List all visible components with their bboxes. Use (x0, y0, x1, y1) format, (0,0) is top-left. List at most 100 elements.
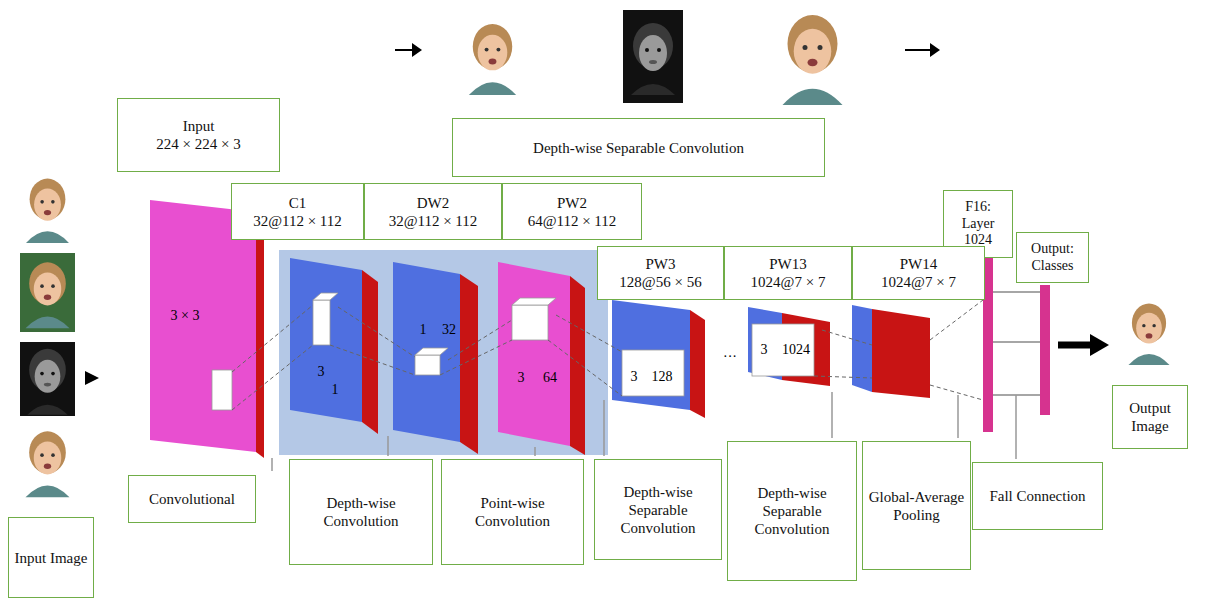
box-text: PW14 (900, 255, 938, 273)
dimension-label: 32 (442, 323, 456, 337)
layer-box: Fall Connection (972, 462, 1103, 530)
fc-links (993, 292, 1040, 395)
slab-side (256, 212, 264, 458)
feature-slab (498, 262, 570, 446)
slab-side (362, 270, 378, 434)
box-text: Point-wise Convolution (447, 494, 578, 530)
slab-side (690, 310, 705, 418)
dimension-label: 3 (318, 365, 325, 379)
photo-background (20, 342, 75, 416)
arrow-head (85, 371, 99, 385)
slab-side (570, 276, 585, 455)
box-text: 128@56 × 56 (619, 273, 701, 291)
kernel-cube (212, 370, 232, 410)
layer-box: Input224 × 224 × 3 (117, 98, 280, 172)
kernel-cube (512, 298, 556, 305)
flow-arrow (905, 49, 931, 51)
box-text: Global-Average Pooling (868, 488, 965, 524)
dimension-label: ··· (723, 350, 737, 364)
box-text: PW2 (557, 194, 587, 212)
layer-box: Input Image (8, 517, 94, 598)
layer-box: Depth-wise Convolution (289, 459, 433, 565)
kernel-cube (512, 305, 548, 340)
layer-box: PW3128@56 × 56 (597, 246, 724, 300)
box-text: C1 (289, 194, 307, 212)
projection-lines (232, 300, 983, 410)
dimension-label: 3 × 3 (171, 309, 200, 323)
layer-box: Depth-wise Separable Convolution (727, 441, 857, 581)
box-text: Input Image (15, 549, 88, 567)
flow-arrow (395, 49, 413, 51)
dimension-label: 1 (420, 323, 427, 337)
feature-slab (290, 258, 362, 422)
arrow-head (412, 43, 422, 57)
layer-box: Depth-wise Separable Convolution (452, 118, 825, 177)
box-text: 1024@7 × 7 (881, 273, 956, 291)
output-bar (1040, 285, 1050, 415)
layer-box: Output Image (1112, 385, 1188, 449)
kernel-cube (415, 348, 448, 355)
layer-box: C132@112 × 112 (231, 183, 364, 240)
box-text: Output: Classes (1022, 241, 1083, 275)
box-text: 1024@7 × 7 (751, 273, 826, 291)
box-text: Depth-wise Separable Convolution (733, 484, 851, 538)
kernel-cube (313, 293, 338, 300)
box-text: Fall Connection (989, 487, 1085, 505)
box-text: Convolutional (149, 490, 235, 508)
kernel-cube (313, 300, 330, 345)
arrow-head (1090, 334, 1109, 356)
box-text: Depth-wise Separable Convolution (533, 139, 744, 157)
box-text: Output Image (1118, 399, 1182, 435)
photo-background (20, 253, 75, 332)
box-text: Depth-wise Convolution (295, 494, 427, 530)
layer-box: PW141024@7 × 7 (852, 246, 985, 300)
feature-block (852, 305, 872, 392)
kernel-cube (622, 350, 684, 396)
box-text: PW3 (646, 255, 676, 273)
kernel-cube (752, 324, 814, 376)
face-photo (26, 262, 70, 328)
box-text: 224 × 224 × 3 (156, 135, 240, 153)
layer-box: Output: Classes (1016, 232, 1089, 283)
dimension-label: 1 (332, 383, 339, 397)
face-photo (469, 24, 516, 95)
layer-box: Convolutional (128, 475, 256, 523)
separable-region (279, 250, 608, 455)
face-photo (783, 15, 843, 105)
dimension-label: 1024 (782, 343, 810, 357)
box-text: Input (183, 117, 215, 135)
box-text: DW2 (417, 194, 450, 212)
box-text: PW13 (769, 255, 807, 273)
box-text: 64@112 × 112 (528, 212, 617, 230)
slab-side (872, 309, 930, 398)
output-arrow (1058, 342, 1092, 349)
box-text: F16: Layer 1024 (949, 199, 1007, 249)
box-text: 32@112 × 112 (253, 212, 342, 230)
dimension-label: 128 (652, 370, 673, 384)
dimension-label: 64 (543, 371, 557, 385)
box-text: 32@112 × 112 (389, 212, 478, 230)
feature-slab (393, 262, 460, 442)
kernel-cube (415, 355, 440, 375)
face-photo (1128, 303, 1169, 365)
layer-box: Point-wise Convolution (441, 459, 584, 565)
face-photo (26, 431, 70, 497)
face-photo (26, 179, 69, 243)
layer-box: PW264@112 × 112 (502, 183, 642, 240)
layer-box: Depth-wise Separable Convolution (594, 459, 722, 560)
face-photo (27, 349, 67, 415)
layer-box: DW232@112 × 112 (364, 183, 502, 240)
face-photo (631, 23, 675, 95)
arrow-head (930, 43, 940, 57)
layer-box: PW131024@7 × 7 (724, 246, 852, 300)
dimension-label: 3 (631, 370, 638, 384)
dimension-label: 3 (518, 371, 525, 385)
slab-side (460, 274, 478, 454)
photo-background (623, 10, 683, 103)
dimension-label: 3 (761, 343, 768, 357)
layer-box: Global-Average Pooling (862, 441, 971, 570)
box-text: Depth-wise Separable Convolution (600, 483, 716, 537)
feature-block (612, 300, 690, 410)
